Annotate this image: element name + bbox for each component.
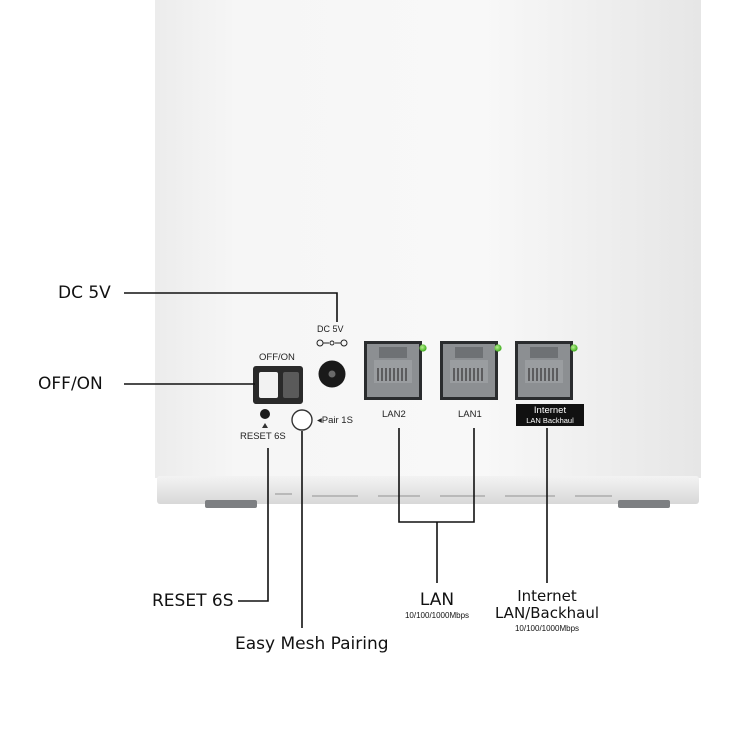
- callout-dc: DC 5V: [58, 283, 111, 303]
- device-label-dc: DC 5V: [317, 324, 344, 334]
- callout-lan: LAN: [419, 590, 455, 610]
- lan2-led: [419, 344, 427, 352]
- device-label-pair: ◂Pair 1S: [317, 415, 353, 426]
- device-label-lan2: LAN2: [382, 409, 406, 420]
- callout-pairing: Easy Mesh Pairing: [235, 634, 389, 654]
- power-switch[interactable]: [253, 366, 303, 404]
- callout-lan-speed: 10/100/1000Mbps: [404, 611, 470, 620]
- dc-polarity-icon: [316, 339, 348, 347]
- callout-lan-group: LAN 10/100/1000Mbps: [387, 590, 487, 620]
- device-label-wan-badge: Internet LAN Backhaul: [516, 404, 584, 426]
- callout-internet-speed: 10/100/1000Mbps: [514, 624, 580, 633]
- left-foot: [205, 500, 257, 508]
- callout-reset: RESET 6S: [152, 591, 234, 611]
- device-label-wan-line2: LAN Backhaul: [526, 415, 574, 425]
- callout-power: OFF/ON: [38, 374, 103, 394]
- leader-lines: [124, 292, 548, 628]
- reset-leader-line: [238, 448, 269, 602]
- lan1-port[interactable]: [440, 341, 498, 400]
- router-base: [157, 476, 699, 504]
- right-foot: [618, 500, 670, 508]
- reset-hole[interactable]: [260, 409, 270, 419]
- lan1-led: [494, 344, 502, 352]
- device-label-lan1: LAN1: [458, 409, 482, 420]
- lan2-port[interactable]: [364, 341, 422, 400]
- pair-button[interactable]: [291, 409, 313, 431]
- wan-port[interactable]: [515, 341, 573, 400]
- dc-leader-line: [124, 292, 338, 322]
- dc-jack[interactable]: [318, 360, 346, 388]
- reset-arrow-icon: [262, 423, 268, 428]
- callout-internet-line1: Internet: [517, 587, 577, 605]
- device-label-wan-line1: Internet: [533, 405, 567, 416]
- router-body: [155, 0, 701, 478]
- callout-internet-group: Internet LAN/Backhaul 10/100/1000Mbps: [487, 587, 607, 634]
- wan-led: [570, 344, 578, 352]
- device-label-switch: OFF/ON: [259, 352, 295, 363]
- callout-internet-line2: LAN/Backhaul: [494, 604, 600, 622]
- device-label-reset: RESET 6S: [240, 431, 286, 442]
- base-vent-slots: [275, 493, 612, 497]
